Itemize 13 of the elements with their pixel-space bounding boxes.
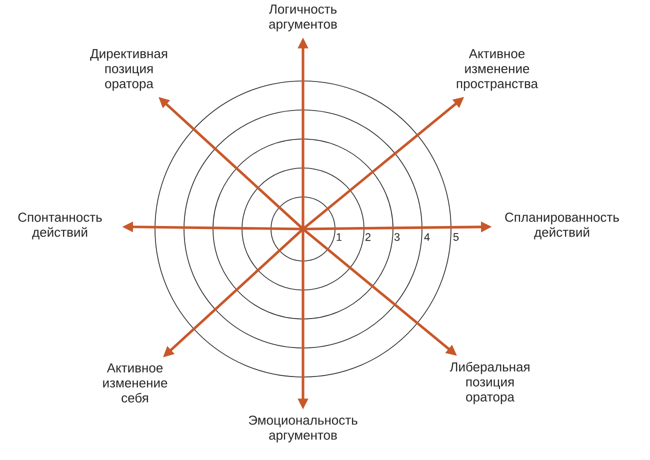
axis-label: Спланированность действий (505, 212, 619, 240)
tick-label: 2 (366, 233, 371, 241)
tick-label: 1 (336, 233, 342, 241)
tick-label: 4 (424, 233, 430, 241)
axis-label: Активное изменение себя (103, 363, 168, 403)
axis-label: Логичность аргументов (269, 4, 337, 32)
axis-label: Спонтанность действий (18, 212, 102, 240)
axis-label: Директивная позиция оратора (90, 49, 168, 91)
tick-label: 3 (394, 233, 400, 241)
tick-label: 5 (453, 233, 459, 241)
axis-label: Либеральная позиция оратора (450, 362, 530, 404)
axis-label: Активное изменение пространства (456, 49, 538, 91)
axis-label: Эмоциональность аргументов (248, 416, 358, 442)
